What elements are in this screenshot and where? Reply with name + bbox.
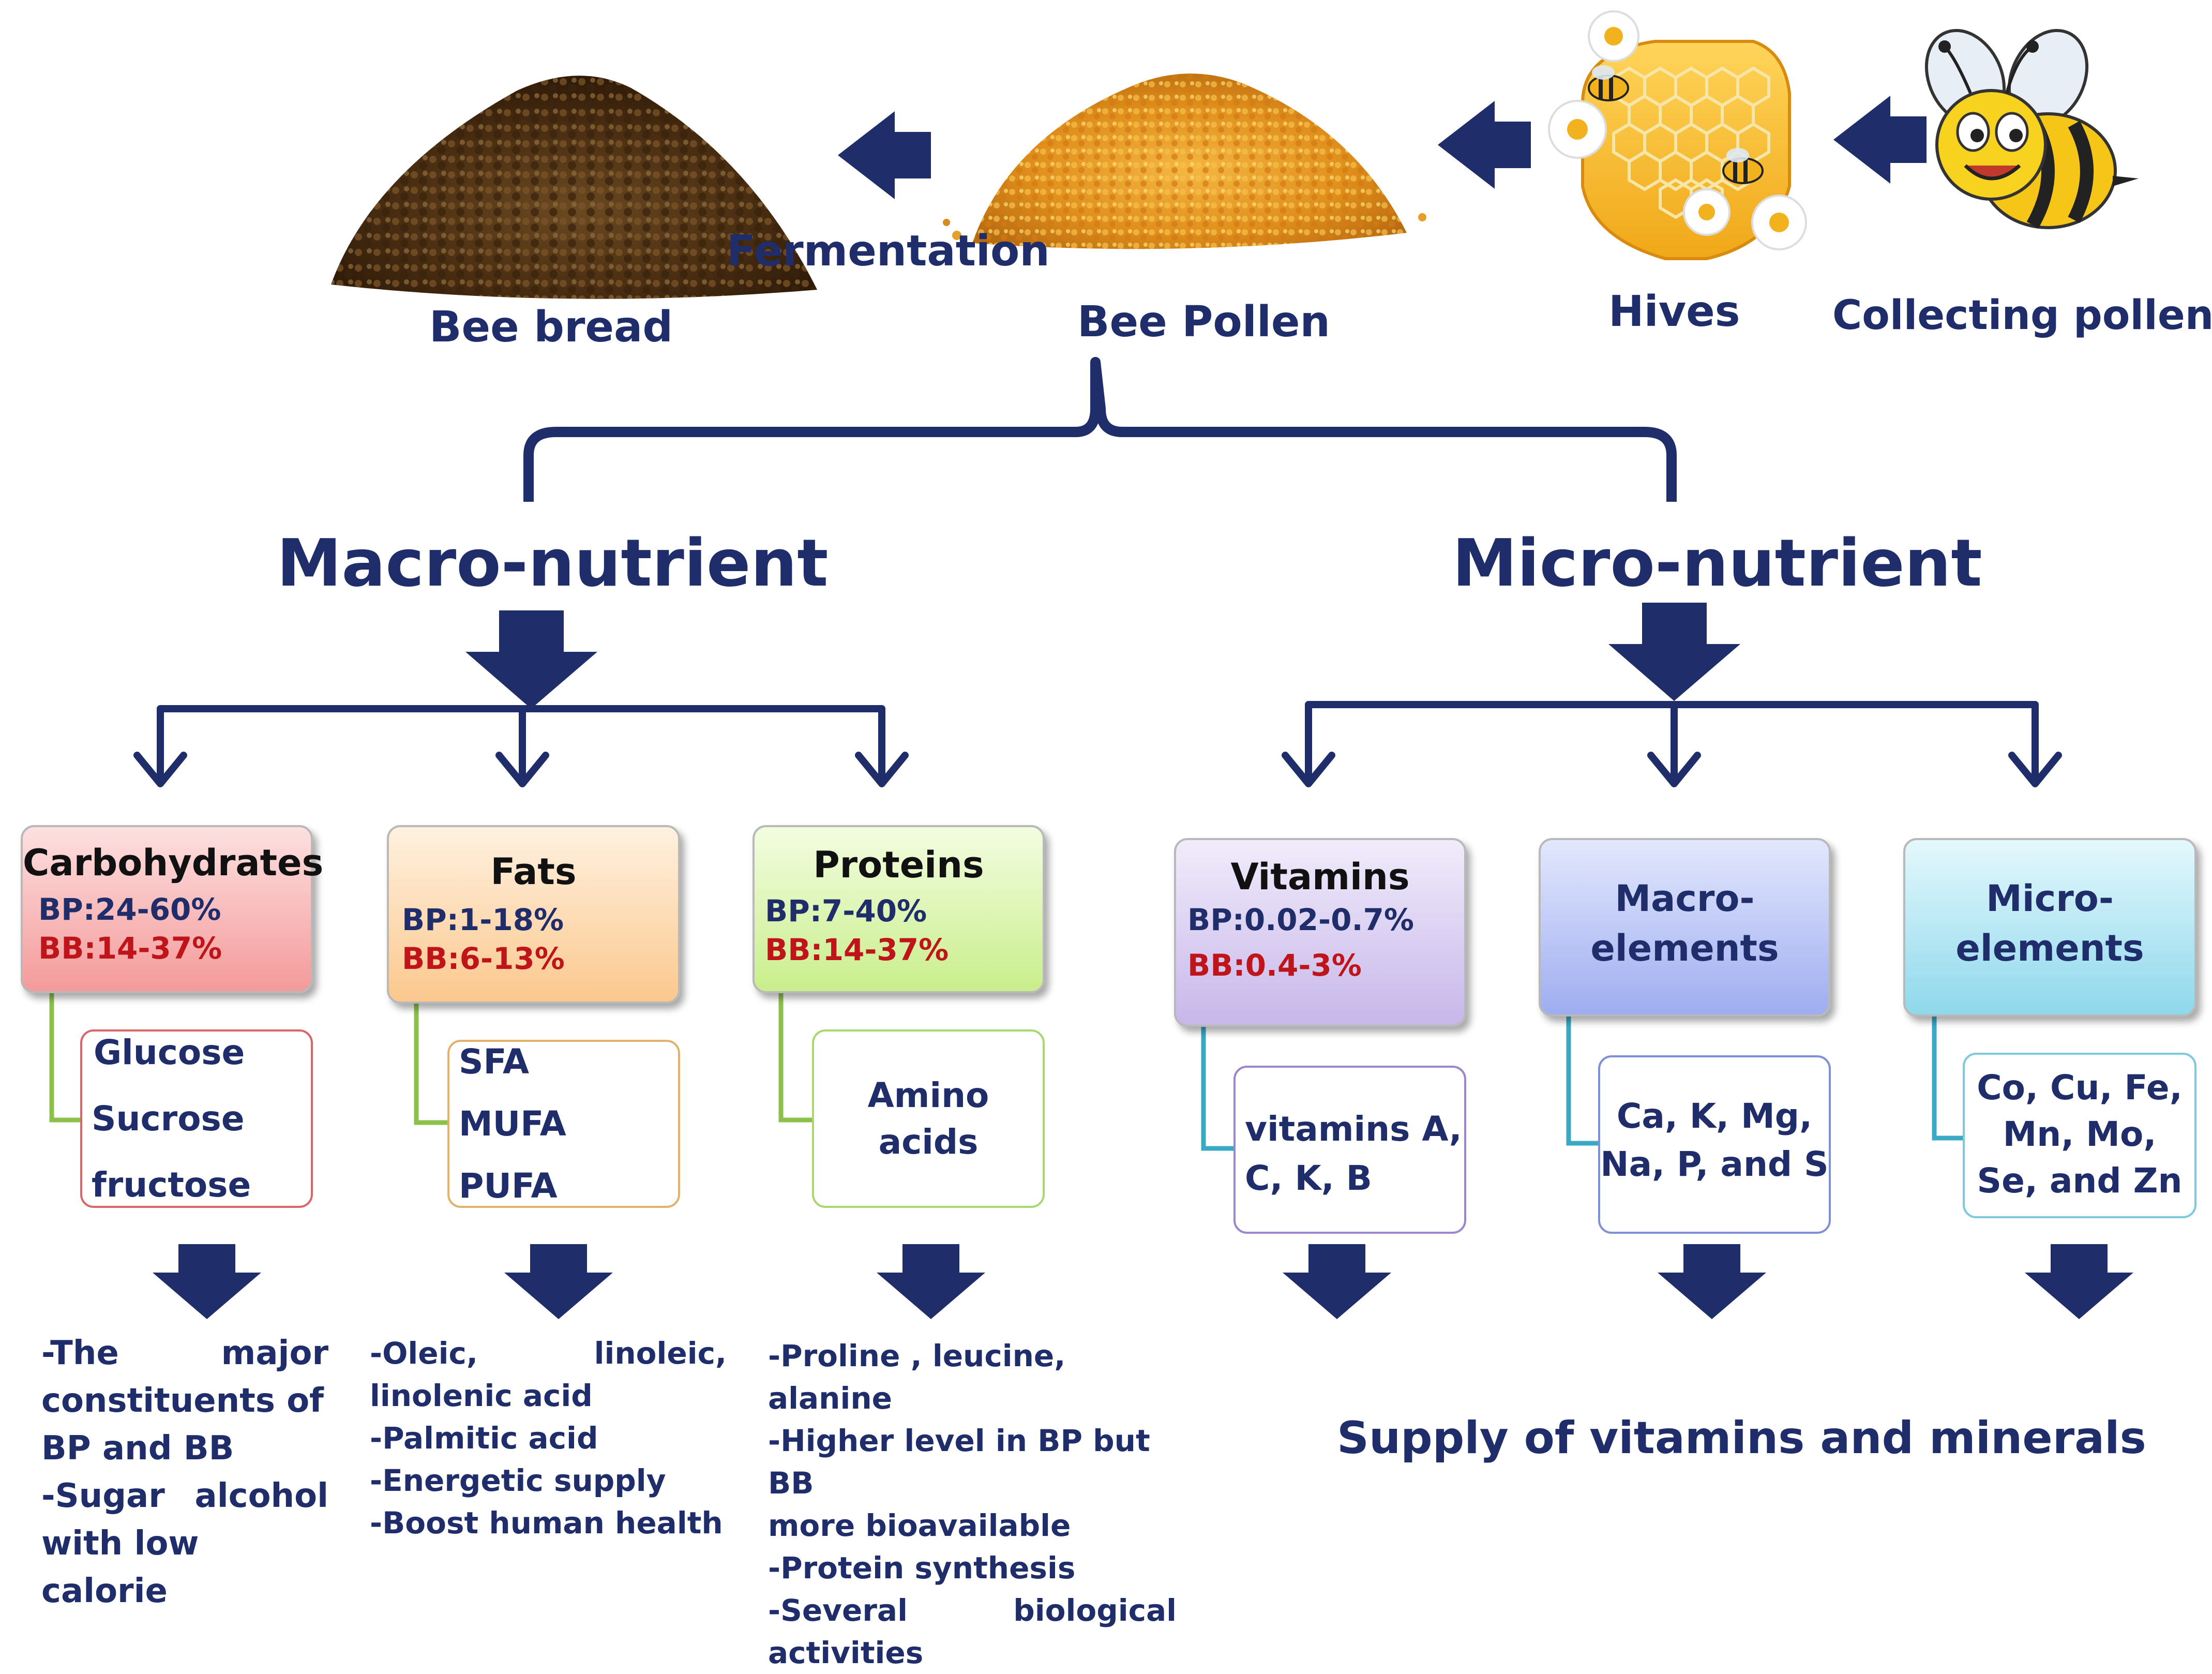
note-word: -Several [768, 1593, 908, 1628]
note-line: constituents of [41, 1382, 324, 1420]
carbohydrates-bb-value: BB:14-37% [38, 931, 222, 966]
elbow-connector [1201, 1027, 1236, 1151]
proteins-box: Proteins BP:7-40% BB:14-37% [753, 825, 1045, 993]
note-line: BP and BB [41, 1429, 234, 1468]
vitamins-items-box: vitamins A, C, K, B [1233, 1066, 1466, 1234]
left-arrow-icon [1438, 101, 1531, 189]
note-line: -Energetic supply [370, 1463, 666, 1498]
sub-item: PUFA [459, 1166, 558, 1206]
collecting-pollen-label: Collecting pollen [1832, 292, 2212, 339]
micro-elements-title: elements [1955, 927, 2144, 969]
note-line: linolenic acid [370, 1378, 593, 1413]
macro-branch-connector [133, 705, 909, 787]
proteins-items-box: Amino acids [812, 1029, 1045, 1208]
proteins-notes: -Proline , leucine, alanine -Higher leve… [768, 1335, 1177, 1674]
bee-pollen-pile-icon [943, 73, 1426, 249]
macro-nutrient-heading: Macro-nutrient [277, 525, 829, 601]
note-word: -Oleic, [370, 1336, 478, 1371]
note-word: biological [1013, 1593, 1177, 1628]
sub-item: Glucose [94, 1033, 245, 1072]
down-arrow-icon [1283, 1244, 1391, 1319]
fats-box: Fats BP:1-18% BB:6-13% [387, 825, 680, 1004]
down-arrow-icon [153, 1244, 261, 1319]
vitamins-title: Vitamins [1230, 856, 1410, 898]
fermentation-label: Fermentation [727, 227, 1050, 276]
micro-summary-text: Supply of vitamins and minerals [1337, 1412, 2146, 1464]
note-line: -Protein synthesis [768, 1550, 1076, 1586]
micro-nutrient-heading: Micro-nutrient [1452, 525, 1982, 601]
sub-item: Se, and Zn [1977, 1161, 2183, 1201]
sub-item: fructose [92, 1165, 251, 1205]
sub-item: Sucrose [92, 1099, 245, 1139]
bee-bread-pile-icon [331, 76, 817, 299]
note-line: -Higher level in BP but BB [768, 1423, 1150, 1501]
fats-items-box: SFA MUFA PUFA [447, 1040, 680, 1208]
fats-bb-value: BB:6-13% [402, 941, 565, 976]
elbow-connector [778, 993, 815, 1123]
diagram-canvas [49, 10, 2139, 1319]
proteins-title: Proteins [813, 844, 984, 886]
note-word: major [221, 1334, 328, 1372]
bee-pollen-label: Bee Pollen [1077, 297, 1330, 347]
micro-elements-items-box: Co, Cu, Fe, Mn, Mo, Se, and Zn [1963, 1053, 2196, 1218]
left-arrow-icon [1833, 96, 1927, 184]
sub-item: Na, P, and S [1600, 1144, 1829, 1184]
fats-bp-value: BP:1-18% [402, 902, 564, 937]
sub-item: C, K, B [1245, 1158, 1372, 1198]
note-word: -Sugar [41, 1477, 165, 1515]
hives-label: Hives [1608, 287, 1740, 336]
carbohydrates-items-box: Glucose Sucrose fructose [80, 1029, 313, 1208]
macro-elements-title: elements [1590, 927, 1779, 969]
vitamins-bb-value: BB:0.4-3% [1187, 948, 1362, 983]
down-arrow-icon [1658, 1244, 1766, 1319]
sub-item: MUFA [459, 1104, 566, 1144]
down-arrow-icon [1608, 603, 1740, 701]
note-word: alcohol [194, 1477, 329, 1515]
down-arrow-icon [465, 610, 597, 709]
sub-item: Mn, Mo, [2003, 1114, 2157, 1154]
elbow-connector [49, 993, 83, 1123]
note-word: linoleic, [594, 1336, 727, 1371]
carbohydrates-bp-value: BP:24-60% [38, 892, 221, 927]
carbohydrates-notes: -The major constituents of BP and BB -Sug… [41, 1329, 328, 1615]
micro-branch-connector [1282, 701, 2062, 787]
sub-item: acids [878, 1122, 979, 1162]
down-arrow-icon [504, 1244, 613, 1319]
bee-bread-label: Bee bread [429, 303, 673, 352]
carbohydrates-title: Carbohydrates [23, 842, 324, 884]
note-line: -Proline , leucine, alanine [768, 1338, 1066, 1416]
elbow-connector [414, 1004, 450, 1125]
micro-elements-title: Micro- [1986, 877, 2114, 920]
carbohydrates-box: Carbohydrates BP:24-60% BB:14-37% [21, 825, 324, 993]
left-arrow-icon [838, 111, 931, 199]
fats-title: Fats [490, 850, 577, 893]
vitamins-box: Vitamins BP:0.02-0.7% BB:0.4-3% [1174, 838, 1466, 1027]
elbow-connector [1566, 1017, 1601, 1146]
note-word: -The [41, 1334, 119, 1372]
down-arrow-icon [2025, 1244, 2133, 1319]
honeycomb-hive-icon [1548, 10, 1807, 260]
proteins-bp-value: BP:7-40% [765, 893, 927, 929]
note-line: activities [768, 1635, 924, 1670]
sub-item: vitamins A, [1245, 1109, 1462, 1149]
elbow-connector [1932, 1017, 1965, 1141]
note-line: -Palmitic acid [370, 1421, 598, 1456]
sub-item: Co, Cu, Fe, [1977, 1068, 2183, 1108]
note-line: -Boost human health [370, 1505, 723, 1541]
sub-item: Amino [867, 1075, 989, 1115]
down-arrow-icon [877, 1244, 985, 1319]
vitamins-bp-value: BP:0.02-0.7% [1187, 902, 1414, 937]
macro-elements-title: Macro- [1615, 877, 1755, 920]
note-line: more bioavailable [768, 1508, 1071, 1543]
fats-notes: -Oleic, linoleic, linolenic acid -Palmiti… [370, 1332, 727, 1544]
sub-item: Ca, K, Mg, [1616, 1096, 1813, 1136]
sub-item: SFA [459, 1042, 530, 1082]
split-brace [523, 357, 1677, 502]
macro-elements-items-box: Ca, K, Mg, Na, P, and S [1598, 1055, 1831, 1234]
note-line: with low calorie [41, 1524, 199, 1610]
macro-elements-box: Macro- elements [1539, 838, 1831, 1017]
cartoon-bee-icon [1924, 28, 2139, 229]
micro-elements-box: Micro- elements [1903, 838, 2196, 1017]
proteins-bb-value: BB:14-37% [765, 932, 949, 967]
